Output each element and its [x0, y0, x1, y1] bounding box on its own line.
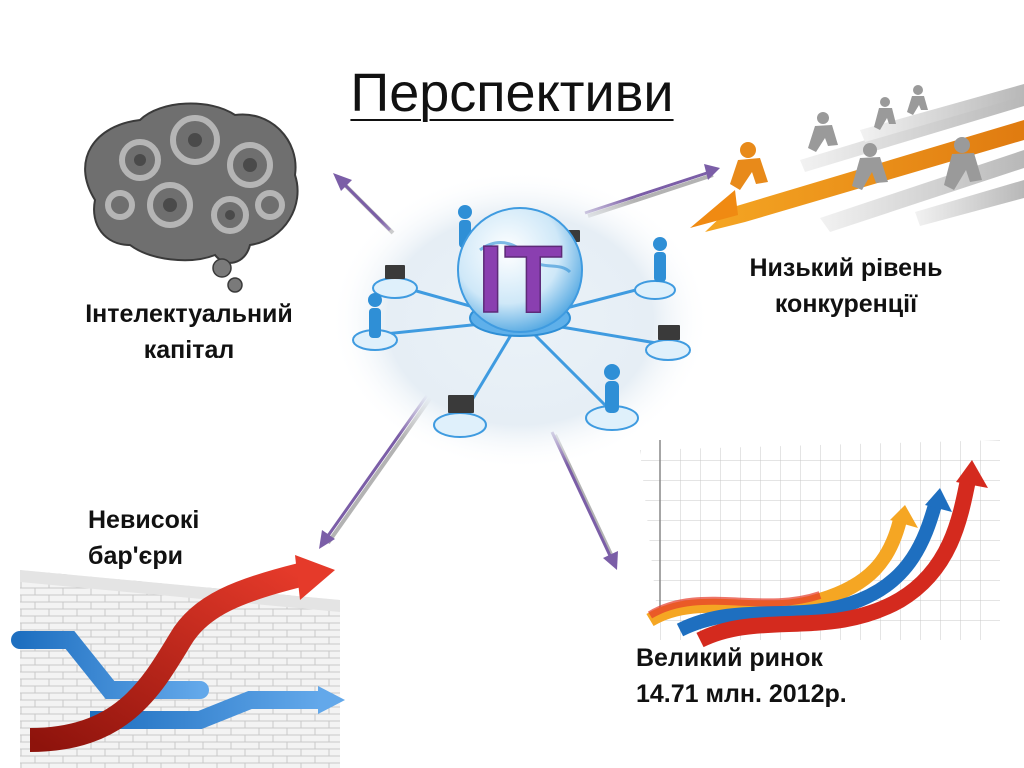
- it-center-label: IT: [477, 226, 562, 333]
- label-line: бар'єри: [88, 542, 184, 570]
- label-intellectual-capital: Інтелектуальний капітал: [58, 296, 320, 368]
- label-line: Великий ринок: [636, 644, 823, 672]
- label-line: конкуренції: [774, 290, 918, 318]
- laptop-icon: [385, 230, 680, 413]
- wall-barriers-image: [11, 555, 345, 768]
- globe-icon: [457, 207, 583, 333]
- label-large-market: Великий ринок 14.71 млн. 2012р.: [636, 640, 847, 712]
- label-low-competition: Низький рівень конкуренції: [706, 250, 986, 322]
- label-line: 14.71 млн. 2012р.: [636, 680, 847, 708]
- label-line: Невисокі: [88, 506, 200, 534]
- label-line: капітал: [143, 336, 235, 364]
- it-network-hub: IT: [330, 170, 710, 470]
- page-title: Перспективи: [350, 63, 674, 123]
- network-nodes: [352, 277, 691, 438]
- label-low-barriers: Невисокі бар'єри: [88, 502, 199, 574]
- label-line: Інтелектуальний: [85, 300, 293, 328]
- gear-brain-image: [84, 102, 299, 293]
- growth-chart-image: [640, 440, 1000, 648]
- runners-competition-image: [690, 84, 1024, 232]
- label-line: Низький рівень: [749, 254, 943, 282]
